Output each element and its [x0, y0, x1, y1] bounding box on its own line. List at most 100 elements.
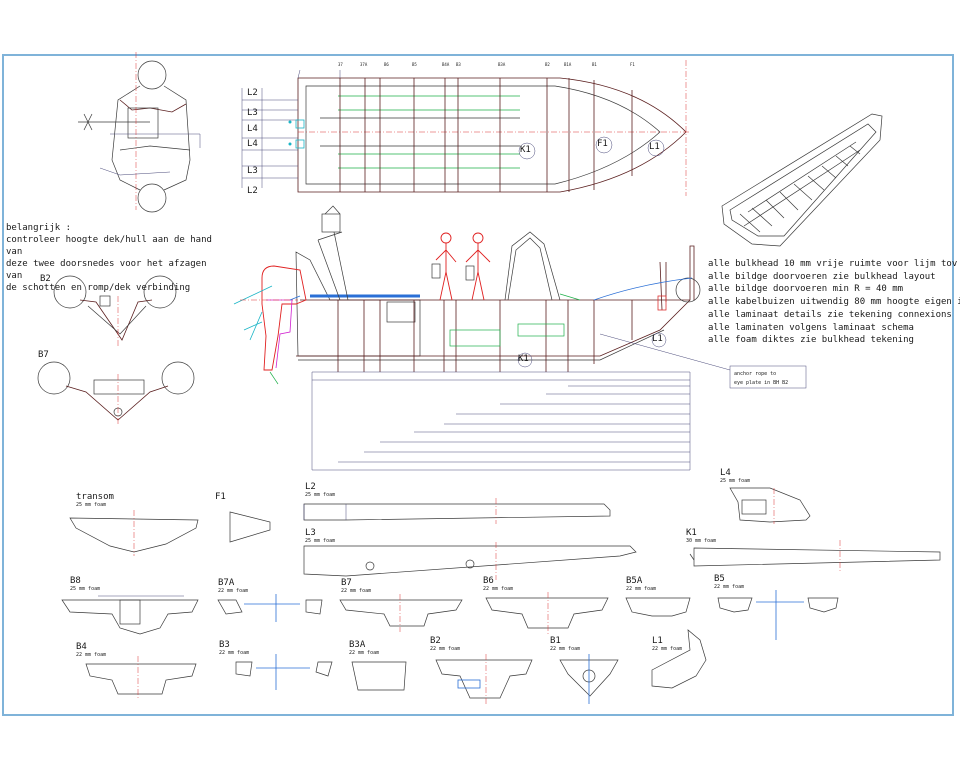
- marker-k1-side: K1: [518, 354, 529, 364]
- part-sub: 25 mm foam: [305, 492, 336, 498]
- part-title: B1: [550, 636, 561, 646]
- part-f1-shape: [229, 511, 271, 543]
- part-b2: B2 22 mm foam: [430, 636, 460, 652]
- section-b2: [53, 275, 177, 346]
- part-l3-shape: [303, 545, 637, 577]
- part-sub: 22 mm foam: [76, 652, 107, 658]
- part-sub: 25 mm foam: [720, 478, 751, 484]
- part-sub: 25 mm foam: [76, 502, 107, 508]
- outboard-engine: [233, 265, 307, 385]
- part-l1: L1 22 mm foam: [652, 636, 682, 652]
- svg-text:B6: B6: [384, 62, 389, 67]
- svg-text:B5: B5: [412, 62, 417, 67]
- k1-marker-plan: [518, 142, 536, 160]
- drawing-border: [2, 54, 954, 716]
- part-transom: transom 25 mm foam: [76, 492, 114, 508]
- section-b7: [37, 361, 195, 424]
- part-b6: B6 22 mm foam: [483, 576, 513, 592]
- part-b3: B3 22 mm foam: [219, 640, 249, 656]
- plan-label-l3-bottom: L3: [247, 166, 258, 176]
- note-line: controleer hoogte dek/hull aan de hand v…: [6, 235, 212, 257]
- l1-marker-side: [651, 332, 667, 348]
- part-l4: L4 25 mm foam: [720, 468, 750, 484]
- plan-label-l4-top: L4: [247, 124, 258, 134]
- part-sub: 22 mm foam: [219, 650, 250, 656]
- part-b3a: B3A 22 mm foam: [349, 640, 379, 656]
- plan-label-l3-top: L3: [247, 108, 258, 118]
- part-title: B6: [483, 576, 494, 586]
- k1-marker-side: [517, 352, 533, 368]
- plan-label-l2-top: L2: [247, 88, 258, 98]
- note-line: alle kabelbuizen uitwendig 80 mm hoogte …: [708, 297, 960, 308]
- part-title: B5: [714, 574, 725, 584]
- part-title: B5A: [626, 576, 643, 586]
- note-line: belangrijk :: [6, 223, 72, 233]
- part-b1-shape: [559, 659, 619, 697]
- part-b7: B7 22 mm foam: [341, 578, 371, 594]
- notes-left: belangrijk : controleer hoogte dek/hull …: [6, 222, 216, 294]
- note-line: alle laminaat details zie tekening conne…: [708, 309, 952, 320]
- part-title: L4: [720, 468, 731, 478]
- part-b5a: B5A 22 mm foam: [626, 576, 656, 592]
- part-b1: B1 22 mm foam: [550, 636, 580, 652]
- anchor-note: anchor rope to eye plate in BH B2: [729, 365, 807, 389]
- part-sub: 22 mm foam: [349, 650, 380, 656]
- note-line: alle bulkhead 10 mm vrije ruimte voor li…: [708, 259, 960, 269]
- part-b7a: B7A 22 mm foam: [218, 578, 248, 594]
- l1-marker-plan: [647, 139, 665, 157]
- f1-marker-plan: [595, 136, 613, 154]
- marker-k1-plan: K1: [520, 145, 531, 155]
- part-b5: B5 22 mm foam: [714, 574, 744, 590]
- section-label-b2: B2: [40, 274, 51, 284]
- svg-text:F1: F1: [630, 62, 635, 67]
- svg-text:37A: 37A: [360, 62, 368, 67]
- marker-f1-plan: F1: [597, 139, 608, 149]
- part-title: B3: [219, 640, 230, 650]
- svg-text:B3A: B3A: [498, 62, 506, 67]
- part-l2: L2 25 mm foam: [305, 482, 335, 498]
- part-b4-shape: [85, 663, 197, 695]
- part-b4: B4 22 mm foam: [76, 642, 106, 658]
- part-b8-shape: [61, 599, 199, 635]
- part-f1: F1: [215, 492, 226, 502]
- part-l3: L3 25 mm foam: [305, 528, 335, 544]
- part-sub: 25 mm foam: [305, 538, 336, 544]
- part-sub: 22 mm foam: [483, 586, 514, 592]
- part-sub: 22 mm foam: [626, 586, 657, 592]
- part-b8: B8 25 mm foam: [70, 576, 100, 592]
- part-k1-shape: [693, 547, 941, 567]
- part-b7-shape: [339, 599, 463, 627]
- note-line: de schotten en romp/dek verbinding: [6, 283, 191, 293]
- part-title: B8: [70, 576, 81, 586]
- part-title: B7A: [218, 578, 235, 588]
- note-line: deze twee doorsnedes voor het afzagen va…: [6, 259, 207, 281]
- isometric-view: [721, 113, 883, 247]
- part-b5a-shape: [625, 597, 691, 617]
- crew-figures: [431, 232, 491, 301]
- svg-text:B3: B3: [456, 62, 461, 67]
- part-sub: 22 mm foam: [550, 646, 581, 652]
- part-title: B2: [430, 636, 441, 646]
- part-b6-shape: [485, 597, 609, 629]
- part-title: L3: [305, 528, 316, 538]
- svg-text:B1A: B1A: [564, 62, 572, 67]
- note-line: alle bildge doorvoeren min R = 40 mm: [708, 284, 904, 295]
- part-l2-shape: [303, 503, 611, 521]
- part-sub: 22 mm foam: [652, 646, 683, 652]
- plan-label-l4-bottom: L4: [247, 139, 258, 149]
- part-title: B4: [76, 642, 87, 652]
- part-sub: 22 mm foam: [430, 646, 461, 652]
- part-sub: 30 mm foam: [686, 538, 717, 544]
- marker-l1-plan: L1: [649, 142, 660, 152]
- rear-view-top: [78, 52, 201, 213]
- part-title: F1: [215, 492, 226, 502]
- section-label-b7: B7: [38, 350, 49, 360]
- svg-text:B4A: B4A: [442, 62, 450, 67]
- marker-l1-side: L1: [652, 334, 663, 344]
- part-sub: 22 mm foam: [341, 588, 372, 594]
- part-sub: 22 mm foam: [714, 584, 745, 590]
- svg-text:eye plate in BH B2: eye plate in BH B2: [734, 380, 788, 386]
- part-l4-shape: [729, 487, 811, 523]
- part-sub: 25 mm foam: [70, 586, 101, 592]
